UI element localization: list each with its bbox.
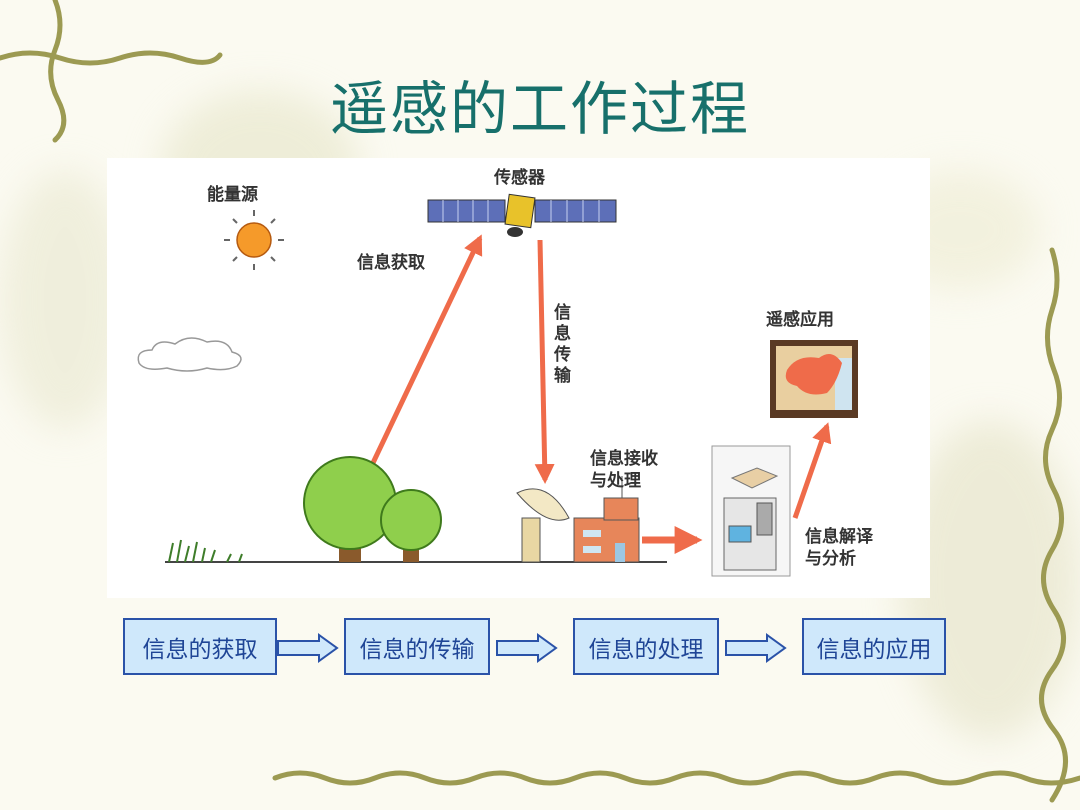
grass-icon	[168, 539, 243, 563]
flow-step-acquisition: 信息的获取	[123, 618, 277, 675]
interpretation-label-line1: 信息解译	[805, 527, 873, 547]
interpretation-workstation-icon	[711, 445, 791, 577]
flow-arrow-icon	[725, 633, 787, 663]
remote-sensing-illustration: 能量源 传感器 信息获取 信息传输 遥感应用 信息接收 与处理 信息解译 与分析	[107, 158, 930, 598]
interpretation-label: 信息解译 与分析	[805, 526, 873, 570]
satellite-dish-icon	[516, 488, 570, 563]
flow-arrow-icon	[277, 633, 339, 663]
acquisition-arrow	[369, 234, 483, 467]
interpretation-label-line2: 与分析	[805, 549, 856, 569]
application-label: 遥感应用	[766, 310, 834, 330]
flow-arrow-icon	[496, 633, 558, 663]
satellite-icon	[427, 193, 617, 237]
slide-title: 遥感的工作过程	[329, 75, 750, 143]
flow-step-application: 信息的应用	[802, 618, 946, 675]
application-arrow	[792, 422, 832, 519]
transmission-label: 信息传输	[554, 303, 571, 386]
reception-label-line2: 与处理	[590, 471, 641, 491]
energy-source-label: 能量源	[207, 185, 258, 205]
reception-label-line1: 信息接收	[590, 449, 658, 469]
transmission-arrow	[534, 239, 555, 484]
tree-icon	[303, 456, 442, 562]
cloud-icon	[137, 337, 242, 372]
flow-step-processing: 信息的处理	[573, 618, 719, 675]
reception-label: 信息接收 与处理	[590, 448, 658, 492]
sensor-label: 传感器	[494, 168, 545, 188]
sun-icon	[224, 210, 284, 270]
acquisition-label: 信息获取	[357, 253, 425, 273]
flow-step-transmission: 信息的传输	[344, 618, 490, 675]
ground-station-building-icon	[573, 476, 640, 563]
china-map-icon	[770, 340, 858, 418]
